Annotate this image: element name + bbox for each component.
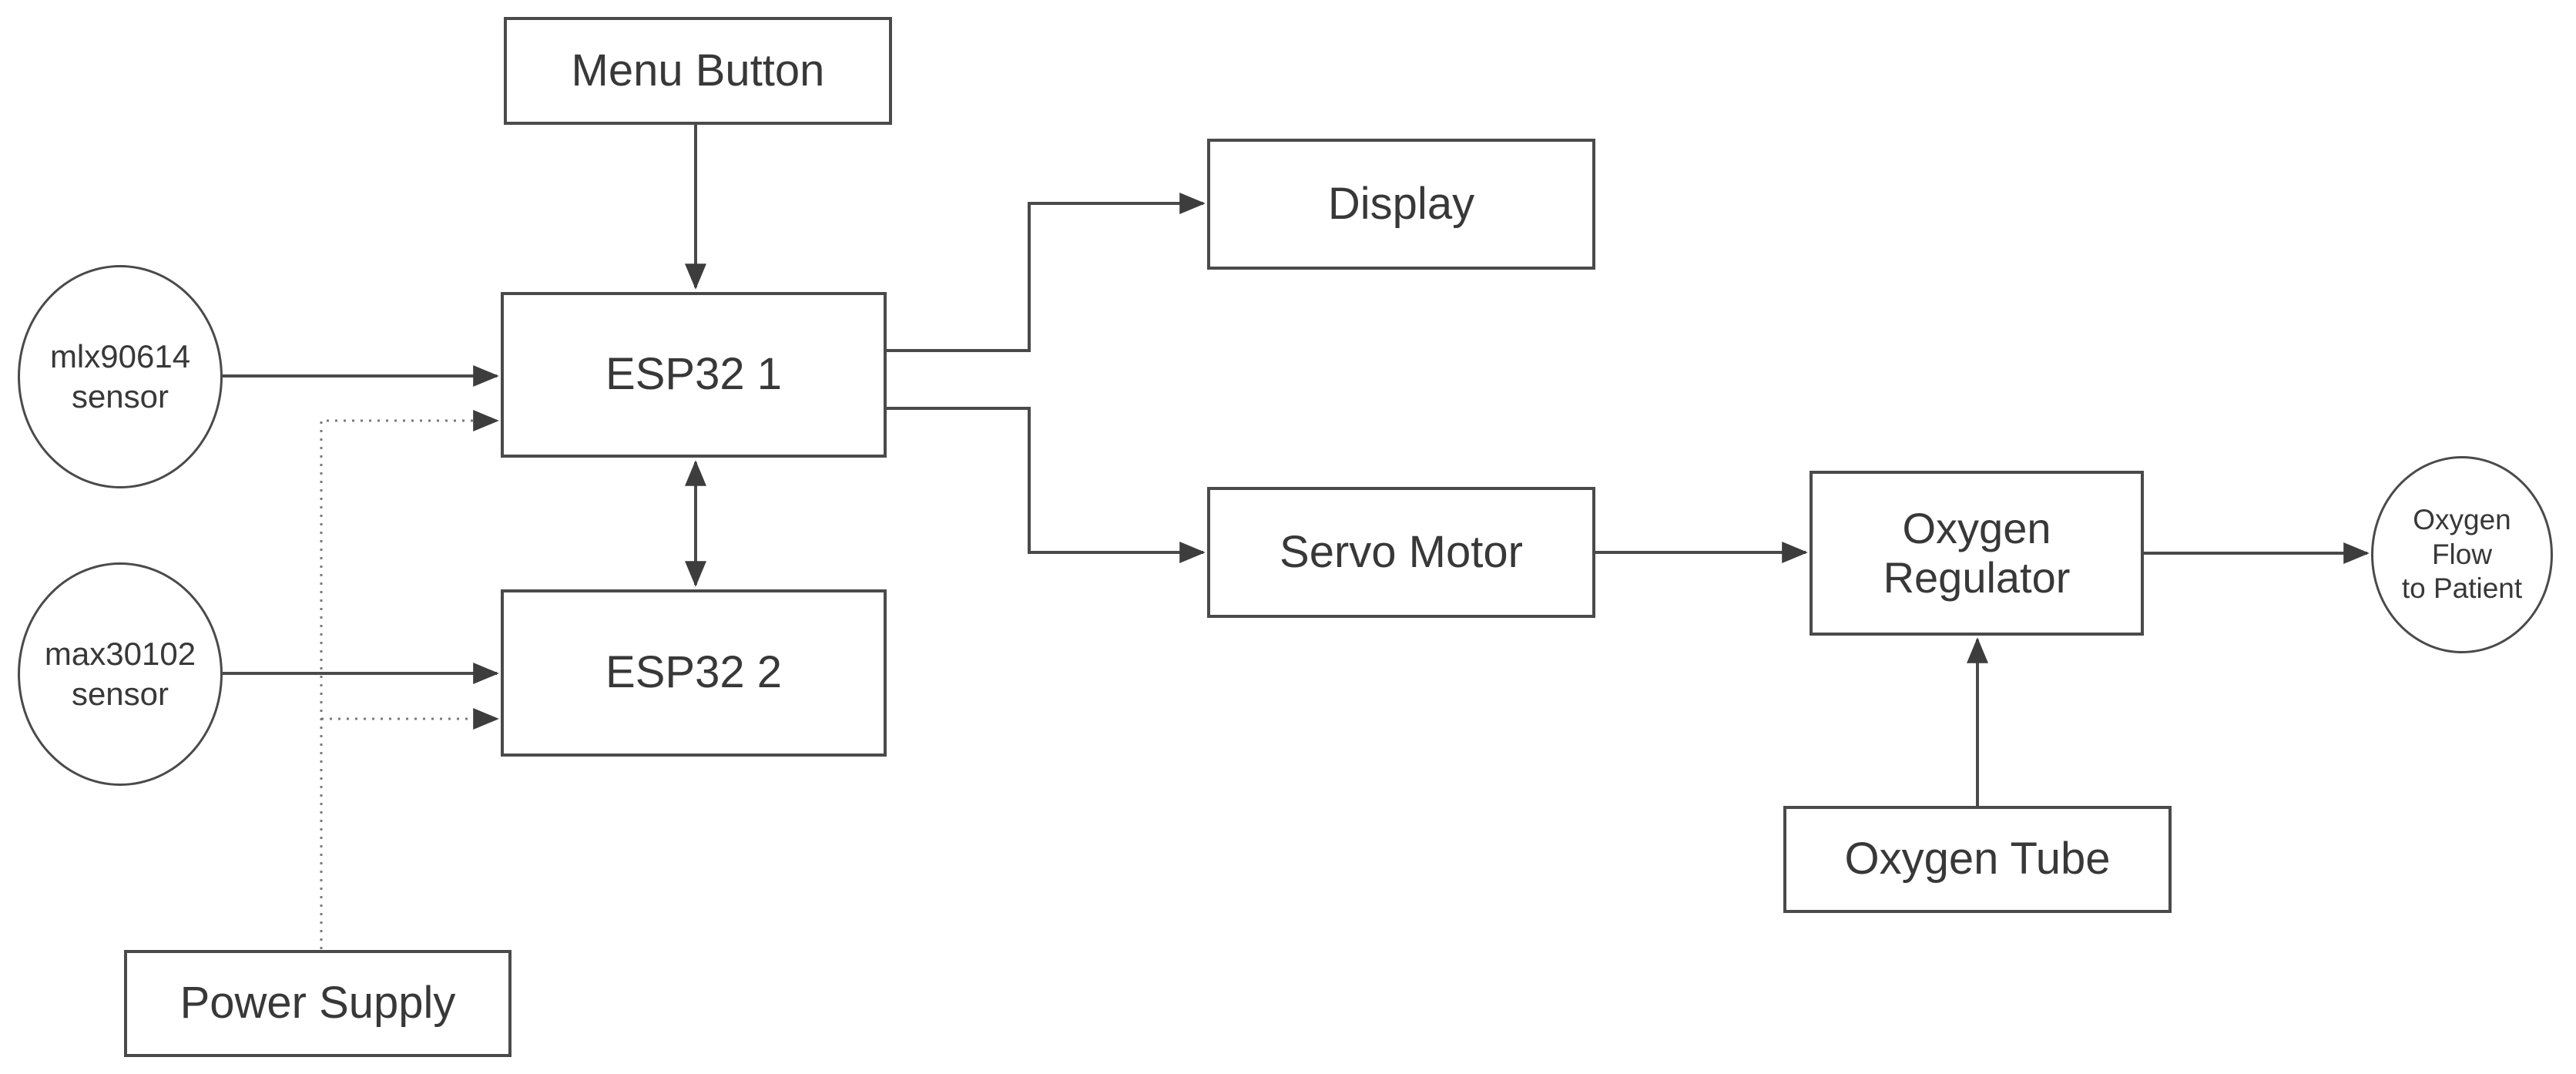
node-oxygen-regulator: Oxygen Regulator bbox=[1810, 471, 2144, 636]
node-oxygen-tube: Oxygen Tube bbox=[1783, 806, 2172, 913]
node-esp32-1-label: ESP32 1 bbox=[605, 349, 782, 400]
edge-esp32-1-to-display bbox=[887, 193, 1206, 352]
node-power-supply-label: Power Supply bbox=[179, 978, 456, 1029]
node-max30102-sensor-label: max30102 sensor bbox=[44, 635, 196, 713]
node-esp32-2-label: ESP32 2 bbox=[605, 647, 782, 698]
node-display: Display bbox=[1207, 139, 1595, 270]
node-menu-button: Menu Button bbox=[504, 17, 892, 125]
node-mlx90614-sensor: mlx90614 sensor bbox=[18, 265, 223, 488]
node-oxygen-flow-to-patient: Oxygen Flow to Patient bbox=[2371, 456, 2553, 653]
node-oxygen-flow-to-patient-label: Oxygen Flow to Patient bbox=[2401, 504, 2523, 605]
node-oxygen-tube-label: Oxygen Tube bbox=[1844, 834, 2111, 884]
node-esp32-2: ESP32 2 bbox=[501, 589, 887, 757]
edge-esp32-1-to-servo-motor bbox=[887, 407, 1206, 563]
edge-power-supply-to-esp32-1-dotted bbox=[320, 410, 499, 949]
node-power-supply: Power Supply bbox=[124, 950, 512, 1057]
node-esp32-1: ESP32 1 bbox=[501, 292, 887, 458]
node-servo-motor: Servo Motor bbox=[1207, 487, 1595, 618]
node-servo-motor-label: Servo Motor bbox=[1280, 526, 1523, 577]
node-max30102-sensor: max30102 sensor bbox=[18, 562, 223, 786]
node-menu-button-label: Menu Button bbox=[571, 45, 825, 96]
node-mlx90614-sensor-label: mlx90614 sensor bbox=[49, 337, 191, 415]
node-display-label: Display bbox=[1327, 178, 1475, 229]
node-oxygen-regulator-label: Oxygen Regulator bbox=[1883, 503, 2071, 602]
